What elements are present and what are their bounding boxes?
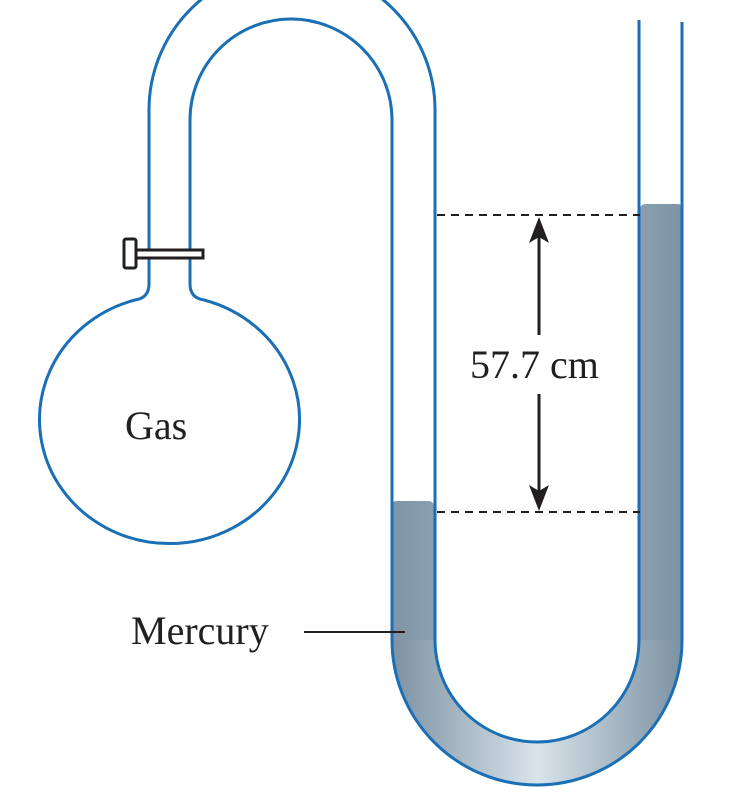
mercury-label: Mercury <box>131 608 269 653</box>
mercury-u-bend <box>391 640 683 786</box>
gas-label: Gas <box>125 403 188 448</box>
u-bend-outer <box>390 639 684 787</box>
tube-inner-wall <box>188 17 394 640</box>
stopcock-stem <box>134 248 205 260</box>
stopcock-handle <box>122 237 138 270</box>
gas-flask <box>38 283 301 545</box>
height-arrow-down-head <box>529 485 549 511</box>
u-bend-inner <box>433 639 641 744</box>
tube-outer-wall <box>147 0 437 640</box>
mercury-right-column <box>640 204 683 640</box>
mercury-left-column <box>391 501 434 640</box>
height-difference-label: 57.7 cm <box>466 345 603 385</box>
height-arrow-up-head <box>529 217 549 243</box>
